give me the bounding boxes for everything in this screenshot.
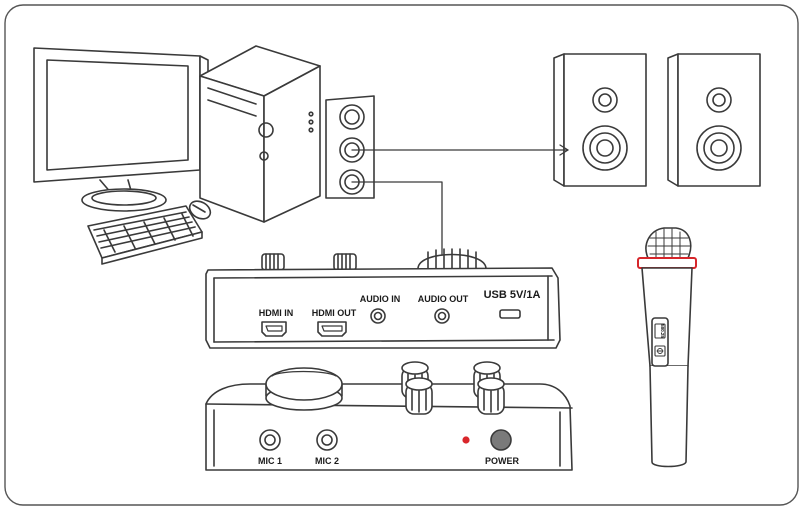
mic2-jack bbox=[316, 429, 338, 451]
arrow-right-icon bbox=[559, 144, 569, 156]
power-led bbox=[462, 436, 470, 444]
audio-in-label: AUDIO IN bbox=[360, 294, 401, 304]
speaker-right bbox=[667, 53, 761, 187]
mouse bbox=[188, 200, 212, 220]
power-button bbox=[490, 429, 512, 451]
hdmi-in-label: HDMI IN bbox=[259, 308, 294, 318]
volume-knob bbox=[265, 367, 343, 411]
wireless-microphone bbox=[637, 227, 697, 468]
mic-accent-ring bbox=[637, 257, 697, 269]
usb-port bbox=[499, 309, 521, 319]
mic1-jack bbox=[259, 429, 281, 451]
mic-display-text: 580.25 bbox=[660, 324, 665, 338]
hdmi-in-port bbox=[261, 321, 287, 337]
control-knob-2 bbox=[405, 377, 433, 415]
mic1-label: MIC 1 bbox=[258, 456, 282, 466]
hdmi-out-label: HDMI OUT bbox=[312, 308, 357, 318]
audio-in-jack bbox=[370, 308, 386, 324]
diagram-border bbox=[4, 4, 799, 506]
usb-label: USB 5V/1A bbox=[484, 289, 541, 301]
mic-display-panel bbox=[651, 317, 669, 367]
control-knob-4 bbox=[477, 377, 505, 415]
monitor bbox=[33, 47, 209, 212]
audio-out-label: AUDIO OUT bbox=[418, 294, 469, 304]
mixer-front-panel bbox=[205, 361, 573, 471]
mic2-label: MIC 2 bbox=[315, 456, 339, 466]
power-label: POWER bbox=[485, 456, 520, 466]
hdmi-out-port bbox=[317, 321, 347, 337]
audio-out-jack bbox=[434, 308, 450, 324]
keyboard bbox=[87, 205, 203, 265]
speaker-left bbox=[553, 53, 647, 187]
pc-tower bbox=[199, 45, 321, 223]
pc-audio-jack-panel bbox=[325, 95, 375, 199]
mixer-rear-panel bbox=[205, 248, 561, 349]
